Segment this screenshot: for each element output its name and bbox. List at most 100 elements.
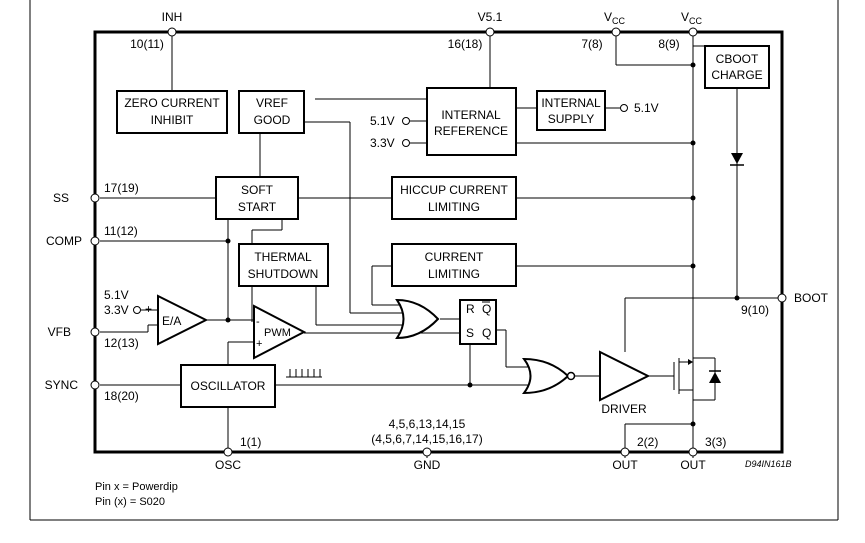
pin-inh [167, 27, 177, 37]
cboot-charge-label-1: CBOOT [716, 52, 759, 66]
thermal-shutdown-block [238, 243, 329, 287]
pwm-comparator [253, 304, 307, 360]
internal-supply-label-2: SUPPLY [548, 112, 594, 126]
ss-label: SS [53, 191, 69, 205]
oscillator-label: OSCILLATOR [191, 379, 266, 393]
cboot-charge-block [704, 45, 770, 89]
boot-pin-number: 9(10) [741, 303, 769, 317]
inh-label: INH [162, 10, 183, 24]
zero-current-label-2: INHIBIT [151, 113, 194, 127]
sr-flip-flop [459, 299, 497, 345]
soft-start-block [215, 176, 299, 220]
vfb-label: VFB [48, 325, 71, 339]
driver-label: DRIVER [601, 402, 647, 416]
body-diode-icon [709, 372, 721, 383]
pin-vcc-1 [611, 27, 621, 37]
ea-5v1-label: 5.1V [104, 288, 129, 302]
ea-plus: + [145, 302, 152, 316]
pwm-label: PWM [264, 327, 291, 339]
vcc2-pin-number: 8(9) [658, 37, 679, 51]
vref-good-label-1: VREF [256, 96, 288, 110]
zero-current-label-1: ZERO CURRENT [124, 96, 220, 110]
internal-reference-label-1: INTERNAL [441, 108, 501, 122]
zero-current-inhibit-block [116, 90, 228, 134]
ea-label: E/A [162, 314, 181, 328]
out1-label: OUT [612, 458, 638, 472]
vcc1-label: VCC [604, 10, 626, 26]
internal-reference-label-2: REFERENCE [434, 124, 508, 138]
pin-sync [90, 380, 100, 390]
boot-label: BOOT [794, 291, 829, 305]
thermal-label-2: SHUTDOWN [248, 267, 319, 281]
soft-start-label-1: SOFT [241, 183, 274, 197]
gnd-pin-number-1: 4,5,6,13,14,15 [389, 417, 466, 431]
out1-pin-number: 2(2) [637, 435, 658, 449]
hiccup-label-1: HICCUP CURRENT [400, 183, 508, 197]
driver-amplifier [599, 350, 651, 402]
osc-pin-number: 1(1) [240, 435, 261, 449]
vcc1-pin-number: 7(8) [581, 37, 602, 51]
gnd-pin-number-2: (4,5,6,7,14,15,16,17) [371, 432, 482, 446]
hiccup-current-limiting-block [391, 176, 517, 220]
internal-supply-block [536, 90, 606, 131]
pin-osc [223, 447, 233, 457]
ff-s-label: S [466, 326, 474, 340]
v51-pin-number: 16(18) [448, 37, 483, 51]
osc-label: OSC [215, 458, 241, 472]
pin-ss [90, 193, 100, 203]
error-amplifier [157, 294, 209, 346]
current-limiting-block [391, 243, 517, 287]
pwm-minus: - [256, 316, 260, 328]
ea-3v3-label: 3.3V [104, 303, 129, 317]
supply-5v1-terminal [620, 104, 628, 112]
vref-good-label-2: GOOD [254, 113, 291, 127]
drawing-id: D94IN161B [745, 459, 792, 469]
pulse-train-icon [286, 369, 322, 378]
comp-pin-number: 11(12) [104, 224, 138, 238]
current-limiting-label-2: LIMITING [428, 267, 480, 281]
note-powerdip: Pin x = Powerdip [95, 481, 178, 493]
current-limiting-label-1: CURRENT [425, 250, 484, 264]
ff-r-label: R [466, 302, 475, 316]
pin-boot [777, 293, 787, 303]
hiccup-label-2: LIMITING [428, 200, 480, 214]
ref-3v3-label: 3.3V [370, 136, 395, 150]
pin-out-1 [620, 447, 630, 457]
pwm-plus: + [256, 338, 262, 350]
vcc2-label: VCC [681, 10, 703, 26]
cboot-charge-label-2: CHARGE [711, 68, 762, 82]
mosfet-arrow-icon [688, 359, 693, 365]
sel-5v1-terminal [402, 117, 410, 125]
thermal-label-1: THERMAL [254, 250, 312, 264]
sync-label: SYNC [45, 378, 79, 392]
pin-out-2 [688, 447, 698, 457]
note-so20: Pin (x) = S020 [95, 496, 165, 508]
ref-5v1-label: 5.1V [370, 114, 395, 128]
soft-start-label-2: START [238, 200, 277, 214]
v51-label: V5.1 [478, 10, 503, 24]
out2-pin-number: 3(3) [705, 435, 726, 449]
sel-3v3-terminal [402, 139, 410, 147]
supply-5v1-label: 5.1V [634, 101, 659, 115]
ff-qbar-label: Q [482, 302, 491, 316]
internal-reference-block [426, 87, 517, 156]
sync-pin-number: 18(20) [104, 389, 139, 403]
pin-v51 [485, 27, 495, 37]
ea-ref-terminal [133, 306, 141, 314]
ff-q-label: Q [482, 326, 491, 340]
comp-label: COMP [46, 234, 82, 248]
pin-vfb [90, 327, 100, 337]
vref-good-block [238, 90, 305, 134]
gnd-label: GND [414, 458, 441, 472]
oscillator-block [180, 364, 276, 408]
pin-vcc-2 [688, 27, 698, 37]
nor-gate-1 [395, 298, 440, 340]
nor-gate-2 [521, 357, 570, 395]
inh-pin-number: 10(11) [130, 37, 164, 51]
out2-label: OUT [680, 458, 706, 472]
vfb-pin-number: 12(13) [104, 336, 139, 350]
ss-pin-number: 17(19) [104, 181, 139, 195]
pin-gnd [422, 447, 432, 457]
internal-supply-label-1: INTERNAL [541, 96, 601, 110]
